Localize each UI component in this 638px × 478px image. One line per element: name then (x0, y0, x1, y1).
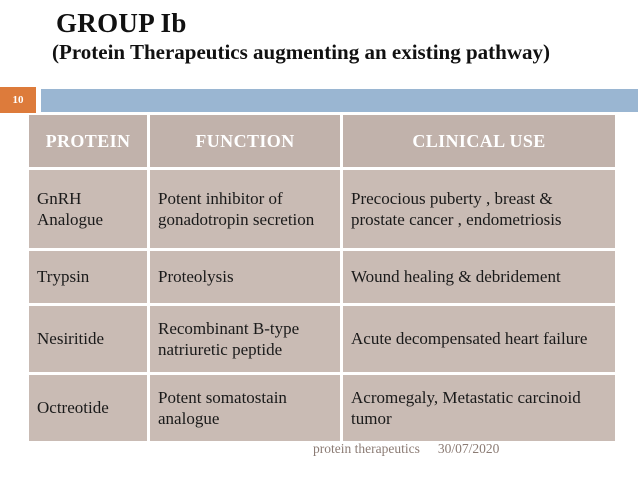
table-cell-protein: Trypsin (29, 251, 147, 303)
table-cell-protein: Nesiritide (29, 306, 147, 372)
table-header-cell: FUNCTION (150, 115, 340, 167)
table-cell-clinical-use: Acromegaly, Metastatic carcinoid tumor (343, 375, 615, 441)
footer-date: 30/07/2020 (437, 441, 500, 456)
slide-subtitle: (Protein Therapeutics augmenting an exis… (52, 40, 550, 64)
accent-bar (41, 89, 638, 112)
table-header-cell: PROTEIN (29, 115, 147, 167)
table-cell-clinical-use: Acute decompensated heart failure (343, 306, 615, 372)
table-cell-protein: GnRH Analogue (29, 170, 147, 248)
page-number-badge: 10 (0, 87, 36, 113)
table-header-cell: CLINICAL USE (343, 115, 615, 167)
table-cell-function: Proteolysis (150, 251, 340, 303)
table-cell-function: Potent somatostain analogue (150, 375, 340, 441)
table-cell-function: Potent inhibitor of gonadotropin secreti… (150, 170, 340, 248)
table-cell-clinical-use: Wound healing & debridement (343, 251, 615, 303)
table-cell-function: Recombinant B-type natriuretic peptide (150, 306, 340, 372)
footer-label: protein therapeutics (313, 441, 420, 456)
table-cell-protein: Octreotide (29, 375, 147, 441)
table-cell-clinical-use: Precocious puberty , breast & prostate c… (343, 170, 615, 248)
footer: protein therapeutics 30/07/2020 (313, 441, 499, 457)
slide-title: GROUP Ib (56, 8, 187, 38)
